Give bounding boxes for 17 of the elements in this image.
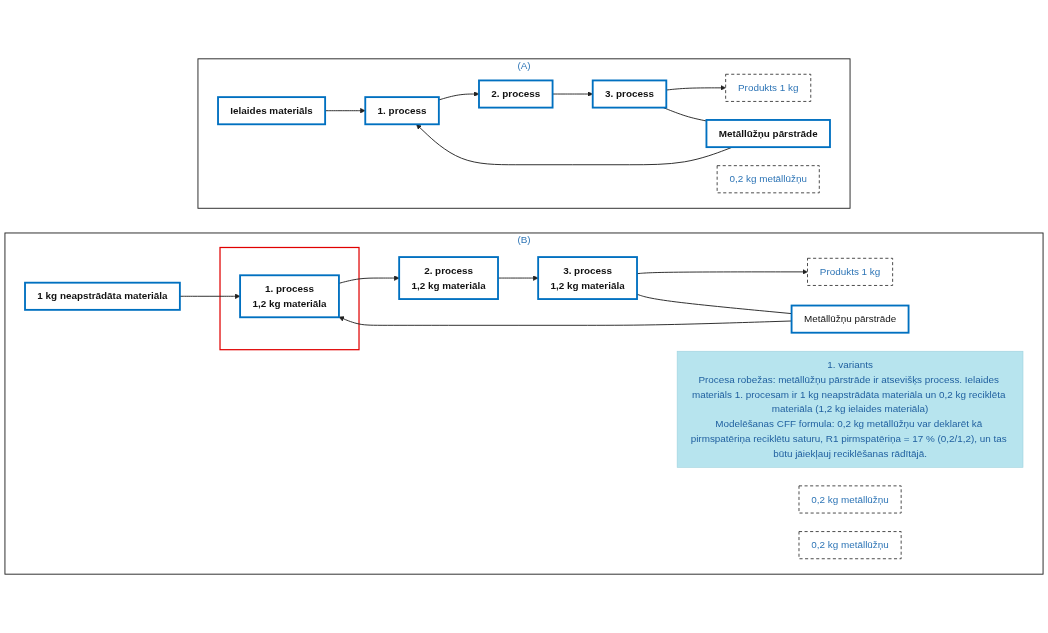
node-box: 1. process 1,2 kg materiāla [239, 274, 340, 319]
node-box: Metāllūžņu pārstrāde [790, 304, 910, 334]
node-box: Metāllūžņu pārstrāde [705, 119, 831, 149]
node-box: 1. variants Procesa robežas: metāllūžņu pārstrāde ir atsevišķs process. Ielaides materiāls 1. procesam ir 1 kg neapstrādāta materiāla un 0,2 kg reciklēta materiāla (1,2 kg ielaides materiāla) Modelēšanas CFF formula: 0,2 kg metāllūžņu var deklarēt kā pirmspatēriņa reciklētu saturu, R1 pirmspatēriņa = 17 % (0,2/1,2), un tas būtu jāiekļauj reciklēšanas rādītājā. [676, 350, 1024, 468]
node-box: 0,2 kg metāllūžņu [716, 165, 820, 194]
node-box: 1. process [364, 96, 440, 126]
node-box: 2. process [478, 79, 554, 109]
node-box: 0,2 kg metāllūžņu [798, 531, 902, 560]
node-box: Ielaides materiāls [217, 96, 327, 126]
node-box: 3. process 1,2 kg materiāla [537, 256, 638, 300]
node-box: 1 kg neapstrādāta materiāla [24, 281, 181, 311]
node-box: 3. process [591, 79, 668, 109]
node-box: 2. process 1,2 kg materiāla [398, 256, 499, 300]
node-box: Produkts 1 kg [725, 73, 812, 102]
node-box: Produkts 1 kg [807, 257, 894, 286]
cluster [219, 246, 360, 351]
node-box: 0,2 kg metāllūžņu [798, 485, 902, 514]
